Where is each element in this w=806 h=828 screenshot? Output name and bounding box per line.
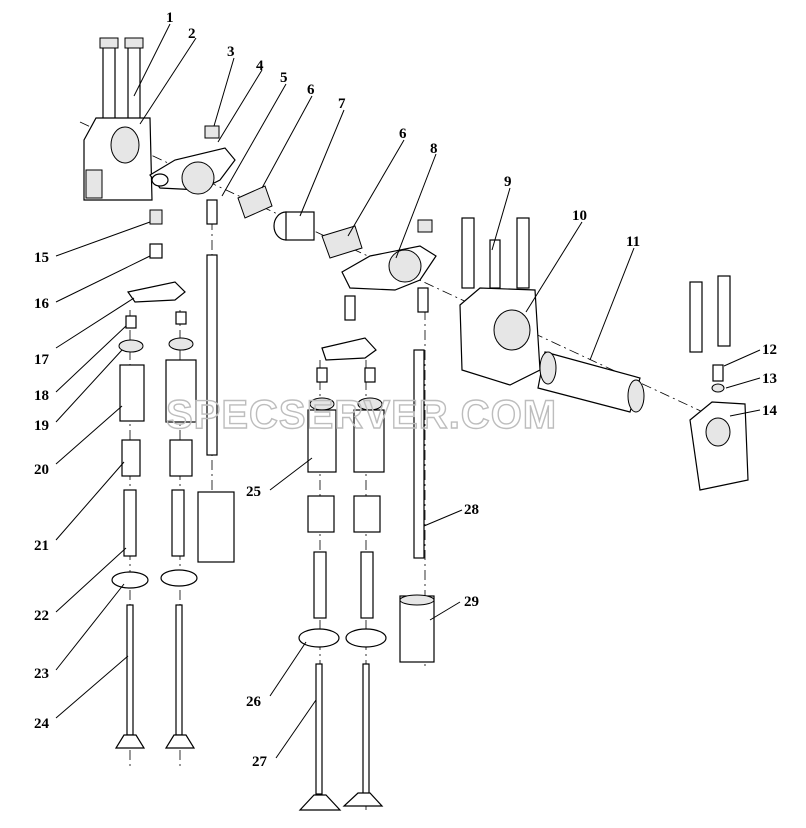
callout-25: 25 [246, 484, 261, 500]
callout-20: 20 [34, 462, 49, 478]
rocker-arm-left [149, 125, 236, 195]
callout-11: 11 [626, 234, 640, 250]
rocker-bushings [237, 185, 363, 259]
callout-4: 4 [256, 58, 264, 74]
callout-26: 26 [246, 694, 262, 710]
callout-28: 28 [464, 502, 479, 518]
callout-3: 3 [227, 44, 235, 60]
callout-leaders [55, 23, 761, 759]
valve-group-left [111, 209, 198, 749]
callout-2: 2 [188, 26, 196, 42]
callout-1: 1 [166, 10, 174, 26]
right-rocker-support [689, 275, 749, 491]
watermark-text: SPECSERVER.COM [166, 393, 557, 437]
pushrod-right [399, 349, 435, 663]
callout-24: 24 [34, 716, 50, 732]
callout-17: 17 [34, 352, 50, 368]
callout-22: 22 [34, 608, 49, 624]
callout-16: 16 [34, 296, 50, 312]
rocker-arm-right [341, 219, 437, 321]
callout-15: 15 [34, 250, 49, 266]
callout-18: 18 [34, 388, 49, 404]
callout-6b: 6 [399, 126, 407, 142]
callout-9: 9 [504, 174, 512, 190]
callout-6a: 6 [307, 82, 315, 98]
center-rocker-support [459, 217, 541, 386]
callout-10: 10 [572, 208, 587, 224]
callout-8: 8 [430, 141, 438, 157]
callout-numbers: 1 2 3 4 5 6 7 6 8 9 10 11 12 13 14 15 16… [34, 10, 778, 770]
pushrod-left [197, 199, 235, 563]
callout-19: 19 [34, 418, 49, 434]
callout-7: 7 [338, 96, 346, 112]
callout-21: 21 [34, 538, 49, 554]
callout-12: 12 [762, 342, 777, 358]
callout-29: 29 [464, 594, 479, 610]
callout-27: 27 [252, 754, 268, 770]
callout-13: 13 [762, 371, 777, 387]
callout-23: 23 [34, 666, 49, 682]
callout-5: 5 [280, 70, 288, 86]
left-rocker-support [83, 37, 153, 201]
valve-group-right [298, 337, 387, 811]
rocker-shaft [537, 351, 645, 413]
callout-14: 14 [762, 403, 778, 419]
